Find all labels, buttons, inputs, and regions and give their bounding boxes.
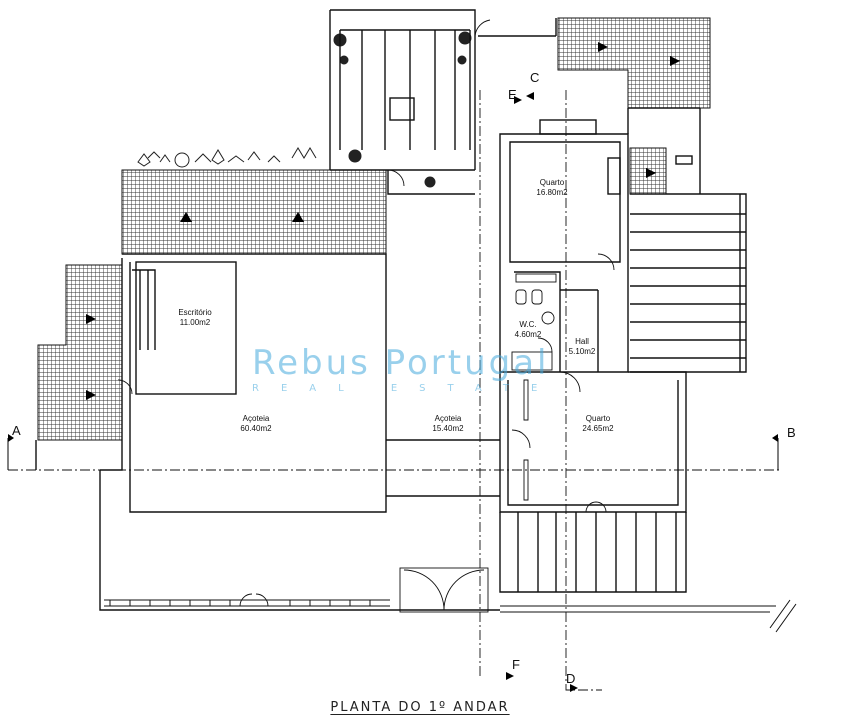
roof-tiles bbox=[37, 17, 711, 441]
room-area: 5.10m2 bbox=[568, 347, 596, 356]
bathroom-fixtures bbox=[511, 273, 557, 501]
doors bbox=[117, 19, 615, 613]
room-acoteia-mid: Açoteia 15.40m2 bbox=[418, 414, 478, 434]
planters bbox=[137, 31, 472, 188]
room-area: 4.60m2 bbox=[514, 330, 542, 339]
walls bbox=[35, 9, 747, 611]
room-wc: W.C. 4.60m2 bbox=[508, 320, 548, 340]
roof-tile-top-center bbox=[121, 169, 387, 255]
room-area: 60.40m2 bbox=[240, 424, 272, 433]
room-quarto-bottom: Quarto 24.65m2 bbox=[568, 414, 628, 434]
room-area: 16.80m2 bbox=[536, 188, 568, 197]
room-acoteia-large: Açoteia 60.40m2 bbox=[226, 414, 286, 434]
room-escritorio: Escritório 11.00m2 bbox=[165, 308, 225, 328]
section-lines bbox=[8, 90, 780, 691]
room-quarto-top: Quarto 16.80m2 bbox=[522, 178, 582, 198]
section-markers bbox=[7, 92, 779, 692]
room-name: Açoteia bbox=[242, 414, 270, 423]
room-area: 11.00m2 bbox=[179, 318, 211, 327]
plants-courtyard bbox=[333, 31, 472, 188]
drawing-title: PLANTA DO 1º ANDAR bbox=[330, 700, 510, 715]
watermark-subtitle: REAL ESTATE bbox=[252, 383, 560, 394]
roof-slope-markers bbox=[86, 42, 680, 400]
watermark: Rebus Portugal REAL ESTATE bbox=[252, 345, 552, 394]
railing bbox=[104, 599, 797, 633]
room-name: Quarto bbox=[539, 178, 565, 187]
watermark-name: Rebus Portugal bbox=[252, 343, 550, 383]
section-label-d: D bbox=[566, 671, 576, 686]
section-label-c: C bbox=[530, 70, 540, 85]
roof-tile-left bbox=[37, 264, 123, 441]
roof-tile-top-right bbox=[557, 17, 711, 109]
room-name: Escritório bbox=[178, 308, 212, 317]
room-area: 24.65m2 bbox=[582, 424, 614, 433]
section-label-f: F bbox=[512, 657, 520, 672]
room-name: Hall bbox=[575, 337, 589, 346]
room-name: W.C. bbox=[519, 320, 537, 329]
plants-top-row bbox=[137, 147, 317, 168]
section-label-a: A bbox=[12, 423, 21, 438]
room-area: 15.40m2 bbox=[432, 424, 464, 433]
roof-tile-right-small bbox=[629, 147, 667, 195]
room-name: Açoteia bbox=[434, 414, 462, 423]
section-label-b: B bbox=[787, 425, 796, 440]
room-name: Quarto bbox=[585, 414, 611, 423]
section-label-e: E bbox=[508, 87, 517, 102]
room-hall: Hall 5.10m2 bbox=[562, 337, 602, 357]
